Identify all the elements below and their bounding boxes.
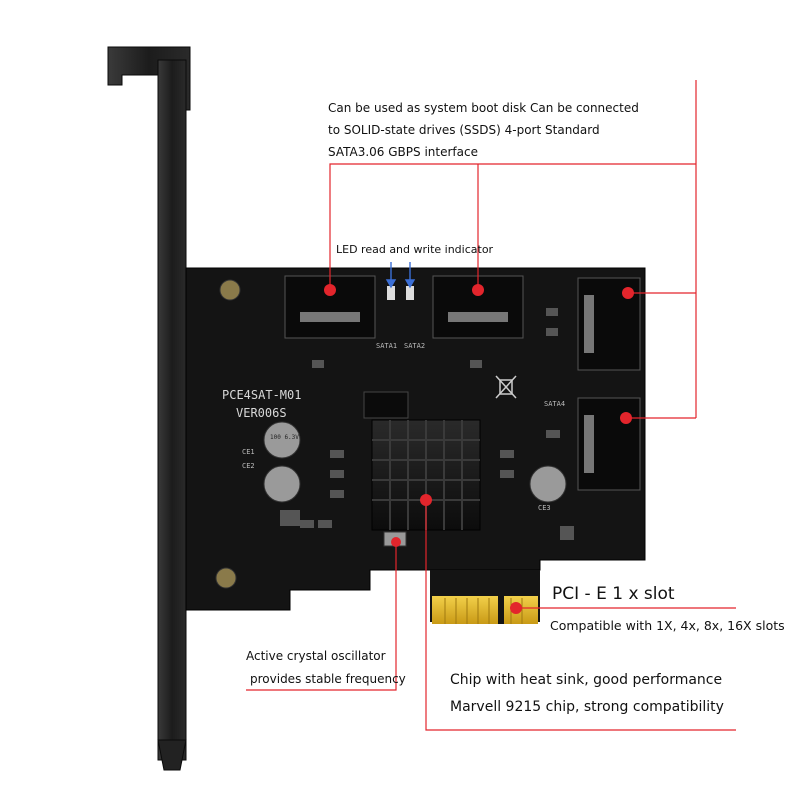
chip-annotation-line-2: Marvell 9215 chip, strong compatibility [450, 699, 724, 715]
sata4-silkscreen: SATA4 [544, 400, 566, 408]
sata1-silkscreen: SATA1 [376, 342, 398, 350]
led-2 [406, 286, 414, 300]
ce3-silkscreen: CE3 [538, 504, 551, 512]
dot-pcie-slot [510, 602, 522, 614]
dot-chip [420, 494, 432, 506]
dot-oscillator [391, 537, 401, 547]
sata-annotation-line-2: to SOLID-state drives (SSDS) 4-port Stan… [328, 123, 600, 137]
oscillator-annotation-line-2: provides stable frequency [250, 672, 406, 686]
capacitor-ce2 [263, 465, 301, 503]
dot-sata-port-3 [622, 287, 634, 299]
capacitor-ce3 [529, 465, 567, 503]
sata-annotation-line-1: Can be used as system boot disk Can be c… [328, 101, 639, 115]
weee-bin-icon [495, 375, 517, 399]
ce2-silkscreen: CE2 [242, 462, 255, 470]
capacitor-ce1 [263, 421, 301, 459]
dot-sata-port-2 [472, 284, 484, 296]
screw-bottom [215, 567, 237, 589]
oscillator-annotation-line-1: Active crystal oscillator [246, 649, 386, 663]
ce1-silkscreen: CE1 [242, 448, 255, 456]
dot-sata-port-4 [620, 412, 632, 424]
dot-sata-port-1 [324, 284, 336, 296]
pcie-slot-subtitle: Compatible with 1X, 4x, 8x, 16X slots [550, 618, 785, 633]
board-version-text: VER006S [236, 406, 287, 420]
chip-annotation-line-1: Chip with heat sink, good performance [450, 672, 723, 688]
board-model-text: PCE4SAT-M01 [222, 388, 302, 402]
flash-chip [363, 391, 409, 419]
capacitor-marking: 100 6.3V [270, 434, 299, 441]
pcie-slot-title: PCI - E 1 x slot [552, 584, 675, 604]
pcb-board [185, 267, 646, 624]
sata2-silkscreen: SATA2 [404, 342, 426, 350]
screw-top [219, 279, 241, 301]
led-1 [387, 286, 395, 300]
led-annotation: LED read and write indicator [336, 243, 494, 256]
sata-annotation-line-3: SATA3.06 GBPS interface [328, 145, 478, 159]
